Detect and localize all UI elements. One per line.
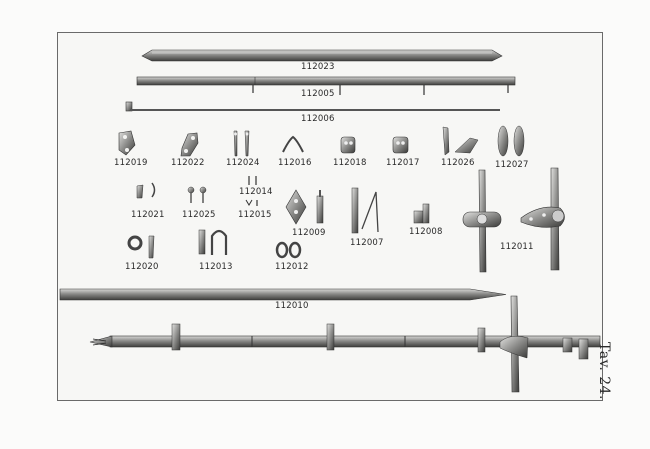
- part-112027-pads: [497, 125, 525, 157]
- label-112017: 112017: [386, 158, 420, 168]
- part-112011-cross-handles: [462, 167, 565, 273]
- label-112018: 112018: [333, 158, 367, 168]
- part-112007-strips: [351, 187, 379, 234]
- part-112015-pins: [245, 199, 258, 206]
- label-112006: 112006: [301, 114, 335, 124]
- label-112023: 112023: [301, 62, 335, 72]
- part-112014-pins: [248, 176, 257, 185]
- part-112021-pieces: [136, 182, 156, 199]
- part-112010-pointed-rod: [59, 288, 507, 301]
- assembled-rod-with-fittings: [89, 295, 601, 393]
- part-112013-u-clamp: [198, 229, 228, 255]
- label-112005: 112005: [301, 89, 335, 99]
- part-112008-clamp: [413, 203, 430, 224]
- part-112019-bracket: [118, 130, 136, 156]
- label-112021: 112021: [131, 210, 165, 220]
- part-112016-spring: [282, 135, 304, 153]
- part-112018-plate: [340, 136, 356, 154]
- part-112020-rings: [127, 235, 155, 259]
- part-112005-tube: [136, 76, 516, 95]
- label-112014: 112014: [239, 187, 273, 197]
- part-112012-rings: [275, 241, 302, 259]
- part-112022-bracket: [180, 132, 199, 157]
- label-112016: 112016: [278, 158, 312, 168]
- label-112019: 112019: [114, 158, 148, 168]
- label-112007: 112007: [350, 238, 384, 248]
- label-112027: 112027: [495, 160, 529, 170]
- part-112026-pieces: [442, 126, 479, 156]
- label-112008: 112008: [409, 227, 443, 237]
- label-112025: 112025: [182, 210, 216, 220]
- label-112024: 112024: [226, 158, 260, 168]
- label-112022: 112022: [171, 158, 205, 168]
- label-112009: 112009: [292, 228, 326, 238]
- part-112025-pins: [187, 186, 207, 203]
- part-112023-bar: [141, 49, 503, 62]
- label-112010: 112010: [275, 301, 309, 311]
- label-112011: 112011: [500, 242, 534, 252]
- plate-number: Tav. 24.: [596, 342, 612, 401]
- label-112026: 112026: [441, 158, 475, 168]
- part-112017-plate: [392, 136, 409, 154]
- label-112020: 112020: [125, 262, 159, 272]
- label-112012: 112012: [275, 262, 309, 272]
- label-112015: 112015: [238, 210, 272, 220]
- part-112006-rod: [125, 101, 500, 112]
- part-112009-plates: [285, 189, 324, 225]
- part-112024-clips: [233, 130, 250, 157]
- label-112013: 112013: [199, 262, 233, 272]
